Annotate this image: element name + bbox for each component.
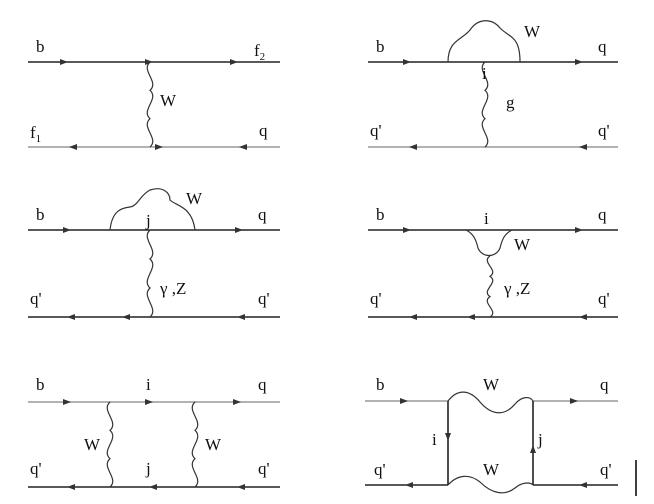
label-b: b <box>36 37 45 56</box>
label-w-top: W <box>483 375 500 394</box>
w-boson-right <box>191 401 199 488</box>
label-gamma-z: γ ,Z <box>159 279 186 298</box>
label-q: q <box>598 37 607 56</box>
arrow-left-icon <box>67 484 75 490</box>
label-q-prime-in: q' <box>374 460 386 479</box>
label-w: W <box>514 235 531 254</box>
diagram-6: b W q i j W q' q' <box>365 375 618 494</box>
label-f2: f2 <box>254 41 265 63</box>
w-loop <box>447 20 521 63</box>
label-q-prime-out: q' <box>258 459 270 478</box>
arrow-left-icon <box>467 314 475 320</box>
label-q: q <box>258 375 267 394</box>
arrow-left-icon <box>237 484 245 490</box>
label-i: i <box>146 375 151 394</box>
label-i: i <box>432 430 437 449</box>
w-loop <box>465 229 513 257</box>
label-q: q <box>600 375 609 394</box>
label-w: W <box>524 22 541 41</box>
w-loop <box>109 188 196 231</box>
label-b: b <box>36 205 45 224</box>
arrow-right-icon <box>155 144 163 150</box>
label-q: q <box>259 121 268 140</box>
label-j: j <box>145 459 151 478</box>
photon-z-propagator <box>146 229 154 318</box>
arrow-left-icon <box>237 314 245 320</box>
label-q-prime-in: q' <box>370 121 382 140</box>
w-boson-bottom <box>447 475 534 494</box>
label-i: i <box>482 64 487 83</box>
diagram-5: b i q W W q' j q' <box>28 375 280 490</box>
label-j: j <box>537 430 543 449</box>
label-w-left: W <box>84 435 101 454</box>
arrow-left-icon <box>579 144 587 150</box>
w-boson-top <box>447 391 534 414</box>
label-f1: f1 <box>30 123 41 145</box>
arrow-right-icon <box>575 59 583 65</box>
label-w: W <box>160 91 177 110</box>
arrow-left-icon <box>67 314 75 320</box>
arrow-left-icon <box>239 144 247 150</box>
arrow-left-icon <box>69 144 77 150</box>
arrow-left-icon <box>149 484 157 490</box>
arrow-left-icon <box>122 314 130 320</box>
w-boson-propagator <box>146 61 154 148</box>
arrow-right-icon <box>233 399 241 405</box>
label-b: b <box>376 205 385 224</box>
label-q-prime-out: q' <box>258 289 270 308</box>
w-boson-left <box>106 401 114 488</box>
arrow-right-icon <box>60 59 68 65</box>
label-gamma-z: γ ,Z <box>503 279 530 298</box>
label-b: b <box>36 375 45 394</box>
arrow-up-icon <box>530 445 536 453</box>
photon-z-propagator <box>486 255 494 318</box>
label-i: i <box>484 209 489 228</box>
arrow-left-icon <box>409 314 417 320</box>
label-w-right: W <box>205 435 222 454</box>
label-q-prime-out: q' <box>598 121 610 140</box>
arrow-right-icon <box>570 398 578 404</box>
label-j: j <box>145 211 151 230</box>
label-q-prime-in: q' <box>370 289 382 308</box>
label-g: g <box>506 93 515 112</box>
gluon-propagator <box>481 61 489 148</box>
diagram-4: b q i W γ ,Z q' q' <box>368 205 618 320</box>
diagram-3: b q W j γ ,Z q' q' <box>28 188 280 320</box>
label-q-prime-in: q' <box>30 459 42 478</box>
arrow-right-icon <box>145 59 153 65</box>
diagram-1: b f2 W f1 q <box>28 37 280 150</box>
arrow-right-icon <box>403 59 411 65</box>
label-q-prime-out: q' <box>598 289 610 308</box>
diagram-2: b q W i g q' q' <box>368 20 618 150</box>
arrow-left-icon <box>579 314 587 320</box>
arrow-right-icon <box>230 59 238 65</box>
arrow-right-icon <box>235 227 243 233</box>
label-q: q <box>598 205 607 224</box>
arrow-down-icon <box>445 433 451 441</box>
arrow-right-icon <box>403 227 411 233</box>
label-b: b <box>376 37 385 56</box>
label-b: b <box>376 375 385 394</box>
label-q-prime-in: q' <box>30 289 42 308</box>
arrow-left-icon <box>409 144 417 150</box>
arrow-right-icon <box>400 398 408 404</box>
arrow-right-icon <box>575 227 583 233</box>
arrow-right-icon <box>63 399 71 405</box>
label-w-bottom: W <box>483 460 500 479</box>
label-w: W <box>186 189 203 208</box>
label-q: q <box>258 205 267 224</box>
arrow-right-icon <box>63 227 71 233</box>
arrow-left-icon <box>579 482 587 488</box>
arrow-right-icon <box>145 399 153 405</box>
arrow-left-icon <box>405 482 413 488</box>
label-q-prime-out: q' <box>600 460 612 479</box>
